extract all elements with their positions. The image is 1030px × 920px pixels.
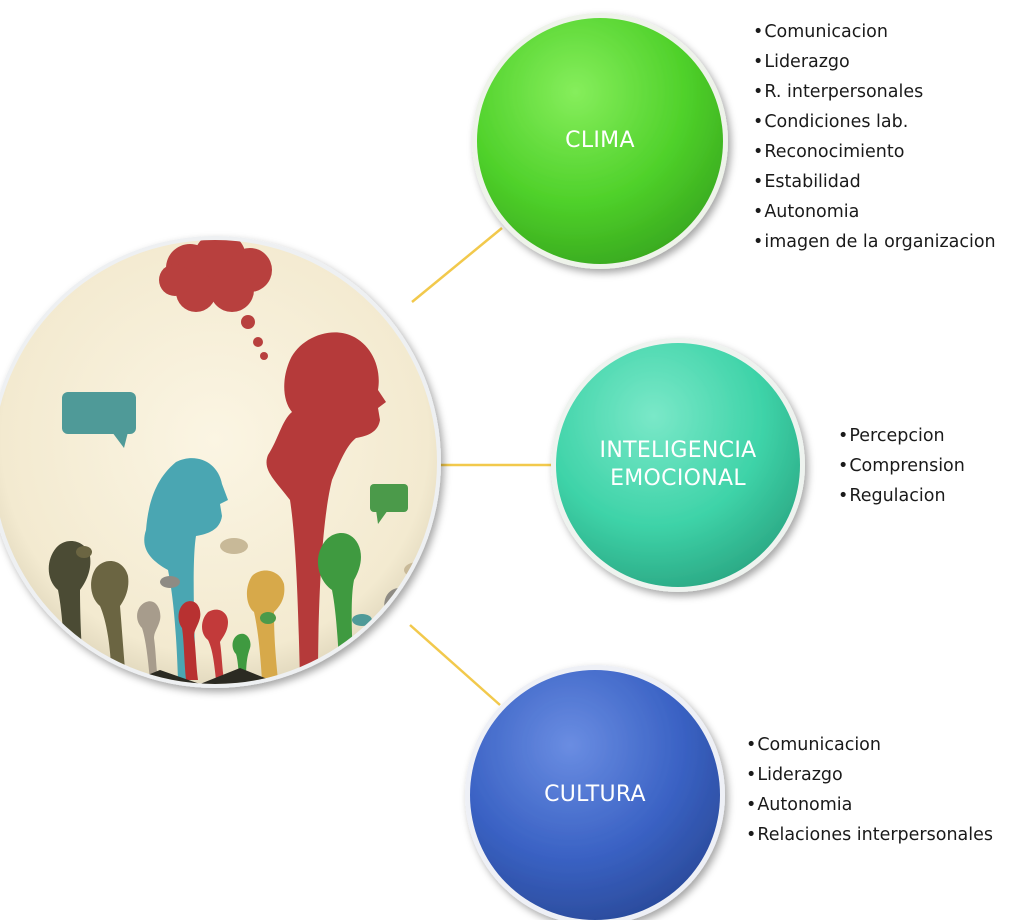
connectors (409, 227, 556, 706)
clima-label-text: CLIMA (565, 128, 635, 153)
list-item: Liderazgo (746, 760, 993, 790)
node-cultura (465, 665, 725, 920)
list-item: Autonomia (746, 790, 993, 820)
list-item: Relaciones interpersonales (746, 820, 993, 850)
connector-clima (411, 227, 503, 303)
inteligencia-label-line-2: EMOCIONAL (610, 466, 746, 491)
list-item: Comprension (838, 451, 965, 481)
teal-head-silhouette (144, 458, 228, 680)
small-red-head-silhouette-2 (178, 601, 201, 680)
inteligencia-label-line-1: INTELIGENCIA (599, 438, 757, 463)
list-item: imagen de la organizacion (753, 227, 995, 257)
list-item: Autonomia (753, 197, 996, 227)
node-cultura-label: CULTURA (470, 670, 720, 920)
thought-cloud-icon (159, 240, 272, 360)
list-item: Liderazgo (753, 47, 996, 77)
node-inteligencia-label: INTELIGENCIA EMOCIONAL (556, 343, 800, 587)
olive-head-silhouette (91, 561, 129, 680)
list-item: Condiciones lab. (753, 107, 996, 137)
small-speech-bubbles (76, 538, 432, 626)
teal-speech-bubble-icon (62, 392, 136, 448)
small-grey-head-silhouette (137, 601, 161, 680)
cultura-list: Comunicacion Liderazgo Autonomia Relacio… (746, 730, 993, 850)
node-inteligencia (551, 338, 805, 592)
list-item: Percepcion (838, 421, 965, 451)
green-speech-bubble-icon (370, 484, 408, 524)
small-green-head-silhouette (232, 633, 251, 680)
yellow-head-silhouette (246, 570, 285, 680)
red-head-silhouette (266, 332, 386, 680)
list-item: Estabilidad (753, 167, 996, 197)
clima-list: Comunicacion Liderazgo R. interpersonale… (753, 17, 996, 257)
node-clima (472, 13, 728, 269)
inteligencia-list: Percepcion Comprension Regulacion (838, 421, 965, 511)
list-item: R. interpersonales (753, 77, 996, 107)
connector-cultura (409, 624, 501, 706)
list-item: Comunicacion (753, 17, 996, 47)
list-item: Regulacion (838, 481, 965, 511)
list-item: Reconocimiento (753, 137, 996, 167)
node-clima-label: CLIMA (477, 18, 723, 264)
cultura-label-text: CULTURA (544, 782, 646, 807)
list-item: Comunicacion (746, 730, 993, 760)
small-red-head-silhouette (202, 609, 228, 680)
